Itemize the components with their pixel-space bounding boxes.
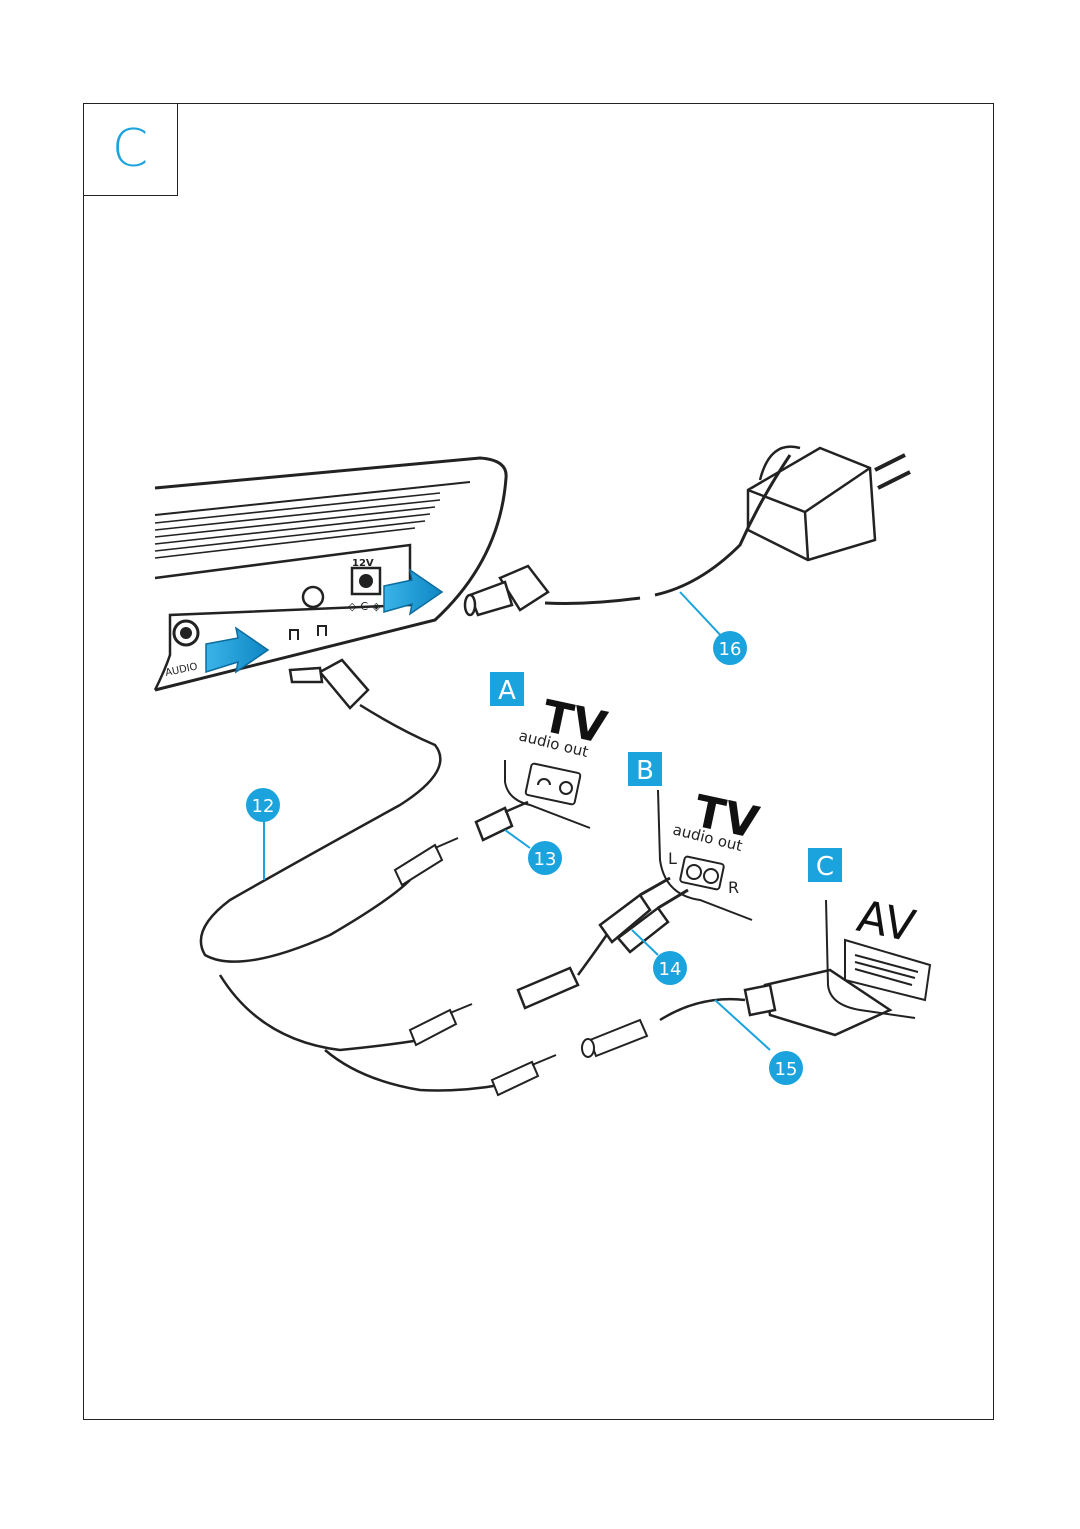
callout-14: 14 (653, 951, 687, 985)
vent-grille (154, 492, 441, 559)
insert-arrow-audio (205, 626, 270, 674)
power-socket (350, 566, 382, 596)
callout-12-number: 12 (252, 796, 275, 817)
callout-13: 13 (528, 841, 562, 875)
audio-plug-angled (288, 658, 370, 710)
section-letter: C (111, 119, 149, 179)
option-c-badge (808, 848, 842, 882)
page-frame (83, 103, 994, 1420)
leader-13 (504, 829, 531, 849)
option-c-letter: C (816, 852, 834, 882)
option-b-letter: B (636, 756, 654, 786)
jack-adapter (474, 800, 529, 842)
leader-15 (714, 999, 771, 1051)
callout-12: 12 (246, 788, 280, 822)
option-b-right-label: R (728, 878, 739, 897)
scart-adapter (743, 968, 893, 1037)
power-adapter (746, 445, 911, 562)
option-a-letter: A (498, 676, 516, 706)
jack-plug-b (408, 1003, 473, 1047)
callout-13-number: 13 (534, 849, 557, 870)
power-plug (463, 564, 550, 617)
power-cable (544, 454, 792, 605)
option-b-panel (657, 789, 753, 921)
callout-15-number: 15 (775, 1059, 798, 1080)
callout-16-number: 16 (719, 639, 742, 660)
scart-jack-plug (581, 1018, 649, 1058)
round-socket (301, 585, 325, 609)
callout-15: 15 (769, 1051, 803, 1085)
power-voltage-label: 12V (352, 558, 374, 569)
insert-arrow-power (383, 568, 444, 616)
leader-16 (679, 591, 726, 641)
jack-plug-c (490, 1054, 557, 1097)
option-b-badge (628, 752, 662, 786)
jack-plug-a (393, 837, 459, 887)
option-c-av-label: AV (853, 891, 920, 953)
option-c-panel (825, 899, 932, 1019)
rca-y-cable (516, 876, 689, 1010)
audio-cable-main (199, 703, 501, 1092)
leader-14 (631, 929, 659, 956)
scart-cable (659, 997, 746, 1022)
section-box: C (83, 103, 178, 196)
callout-14-number: 14 (659, 959, 682, 980)
option-a-badge (490, 672, 524, 706)
option-b-left-label: L (668, 849, 677, 868)
callout-16: 16 (713, 631, 747, 665)
polarity-symbol: ◇-C-◈ (348, 600, 381, 613)
option-a-panel (504, 760, 591, 829)
